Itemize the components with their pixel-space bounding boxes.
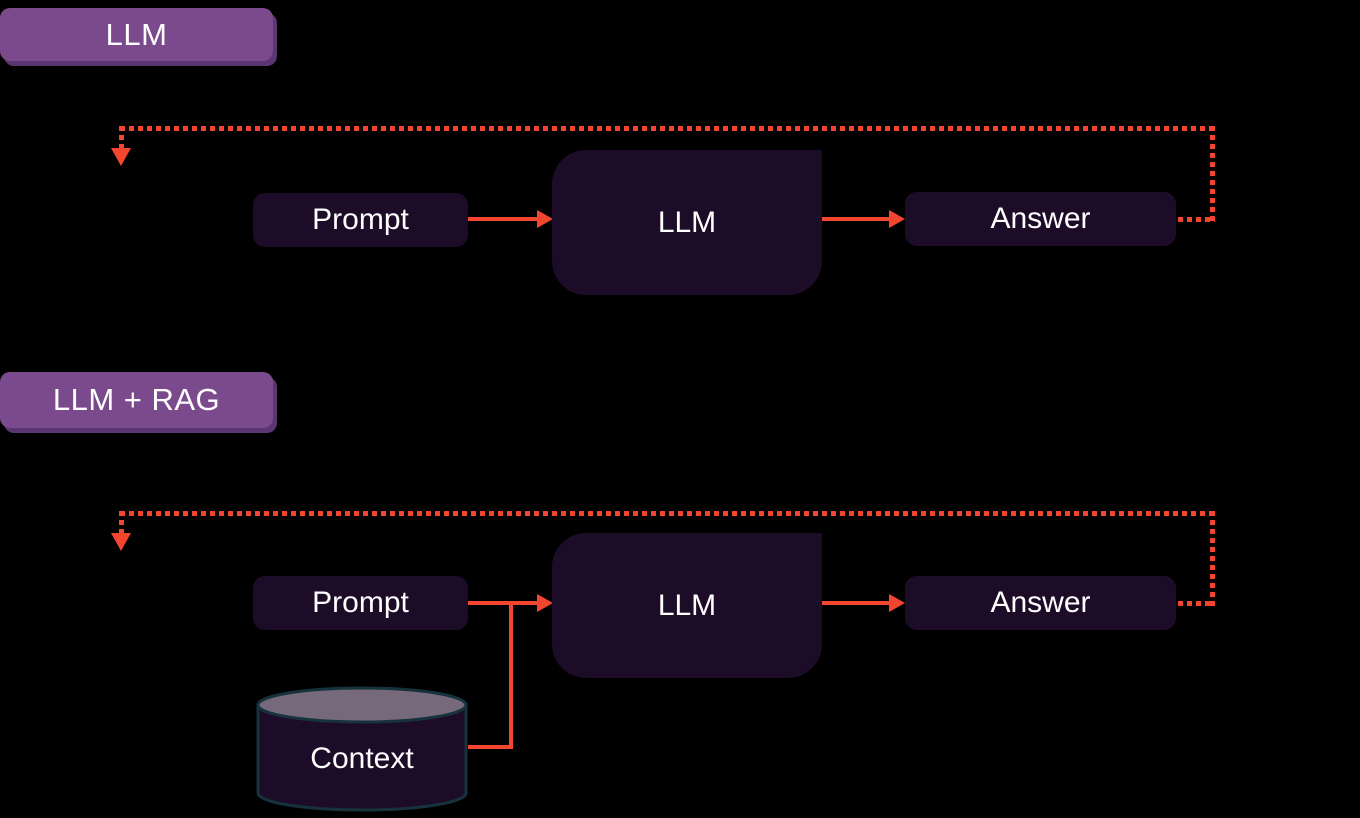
node-prompt-llm: Prompt <box>253 193 468 247</box>
context-branch-horizontal <box>468 745 513 749</box>
arrow-llm-to-answer-rag <box>822 601 891 605</box>
database-cylinder-icon <box>256 686 468 812</box>
loop-right-line-llm <box>1210 126 1215 222</box>
arrowhead-right-icon <box>889 594 905 612</box>
node-prompt-rag: Prompt <box>253 576 468 630</box>
arrow-llm-to-answer <box>822 217 891 221</box>
section-label-llm: LLM <box>0 8 273 61</box>
loop-left-line-rag <box>119 511 124 535</box>
loop-left-line-llm <box>119 126 124 150</box>
section-label-llm-rag: LLM + RAG <box>0 372 273 428</box>
arrow-prompt-to-llm-rag <box>468 601 540 605</box>
arrowhead-down-icon <box>111 148 131 166</box>
loop-bottom-line-rag <box>1178 601 1215 606</box>
node-model-rag: LLM <box>552 533 822 678</box>
node-context-label: Context <box>310 742 414 775</box>
node-model-llm: LLM <box>552 150 822 295</box>
arrow-prompt-to-llm <box>468 217 540 221</box>
context-branch-vertical <box>509 601 513 749</box>
arrowhead-right-icon <box>537 594 553 612</box>
loop-top-line-llm <box>120 126 1215 131</box>
loop-right-line-rag <box>1210 511 1215 606</box>
loop-top-line-rag <box>120 511 1215 516</box>
loop-bottom-line-llm <box>1178 217 1215 222</box>
node-answer-rag: Answer <box>905 576 1176 630</box>
arrowhead-right-icon <box>537 210 553 228</box>
arrowhead-down-icon <box>111 533 131 551</box>
node-answer-llm: Answer <box>905 192 1176 246</box>
arrowhead-right-icon <box>889 210 905 228</box>
